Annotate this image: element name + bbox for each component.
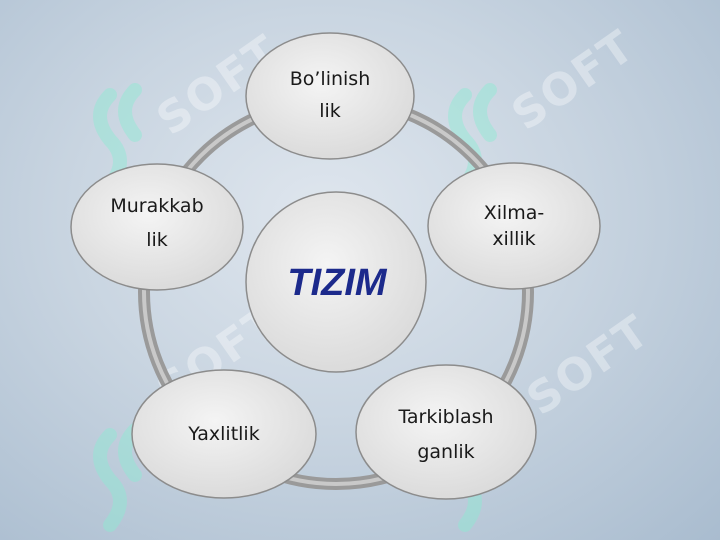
center-node: TIZIM — [245, 191, 427, 373]
node-label-line: Murakkab — [110, 195, 203, 217]
node-label-line: ganlik — [417, 441, 474, 463]
node-ellipse — [70, 163, 244, 291]
node-bolinishlik: Bo’linish lik — [245, 32, 415, 160]
node-ellipse — [355, 364, 537, 500]
center-label: TIZIM — [287, 262, 388, 304]
node-label-line: Tarkiblash — [397, 406, 493, 428]
node-ellipse — [427, 162, 601, 290]
node-label-line: Xilma- — [484, 202, 545, 224]
node-label-line: Yaxlitlik — [187, 423, 259, 445]
node-label-line: lik — [146, 229, 168, 251]
node-tarkiblashganlik: Tarkiblash ganlik — [355, 364, 537, 500]
node-label-line: Bo’linish — [290, 68, 371, 90]
node-ellipse — [245, 32, 415, 160]
node-xilma-xillik: Xilma- xillik — [427, 162, 601, 290]
node-label-line: lik — [319, 100, 341, 122]
node-ellipse — [131, 369, 317, 499]
center-circle — [245, 191, 427, 373]
node-yaxlitlik: Yaxlitlik — [131, 369, 317, 499]
node-label-line: xillik — [492, 228, 535, 250]
node-murakkablik: Murakkab lik — [70, 163, 244, 291]
